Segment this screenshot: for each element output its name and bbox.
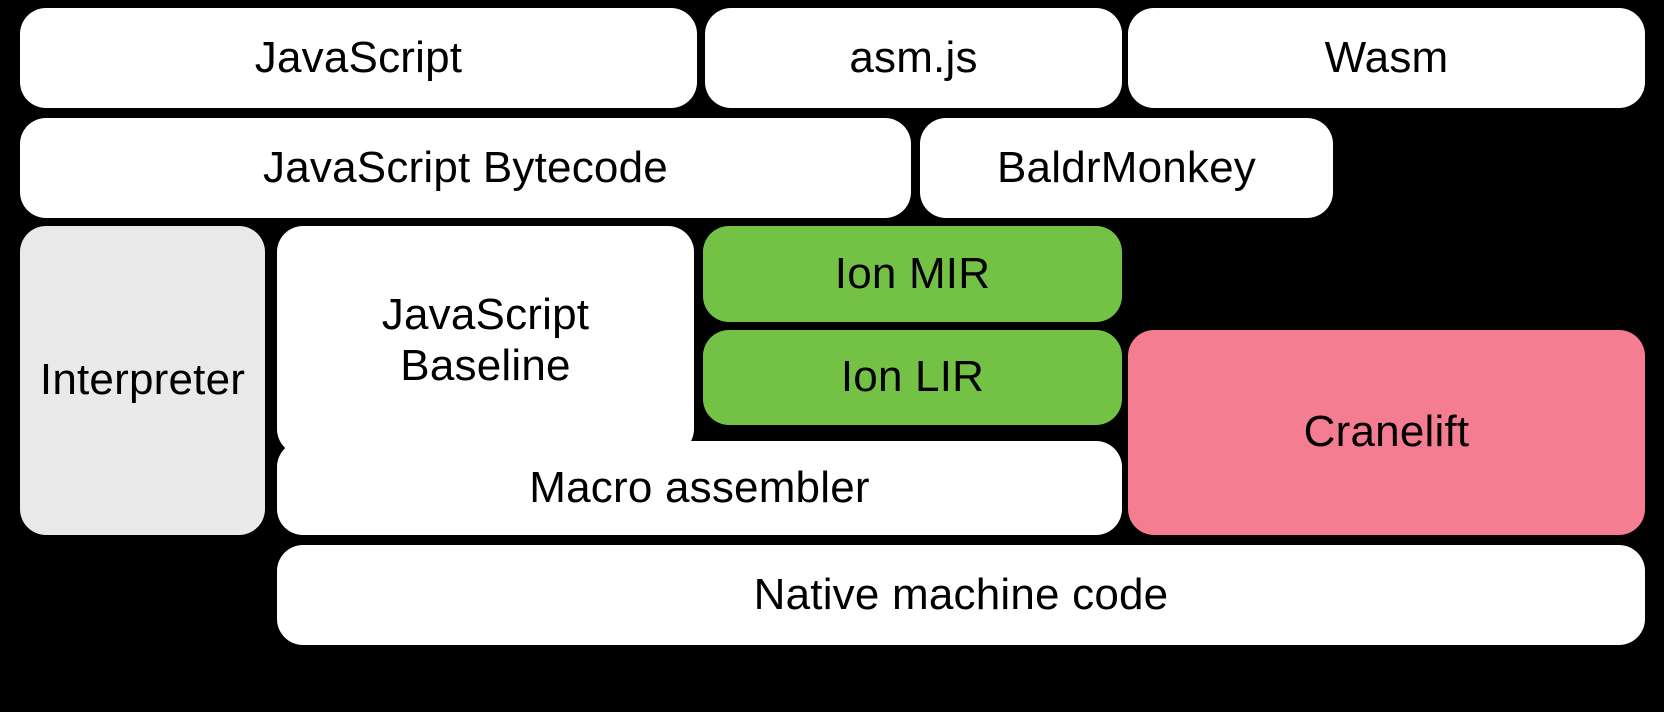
- node-native-machine-code[interactable]: Native machine code: [277, 545, 1645, 645]
- node-baldrmonkey[interactable]: BaldrMonkey: [920, 118, 1333, 218]
- node-interpreter[interactable]: Interpreter: [20, 226, 265, 535]
- node-ion-lir[interactable]: Ion LIR: [703, 330, 1122, 425]
- node-javascript-baseline[interactable]: JavaScript Baseline: [277, 226, 694, 455]
- node-ion-mir[interactable]: Ion MIR: [703, 226, 1122, 322]
- node-javascript[interactable]: JavaScript: [20, 8, 697, 108]
- node-wasm[interactable]: Wasm: [1128, 8, 1645, 108]
- node-asmjs[interactable]: asm.js: [705, 8, 1122, 108]
- node-macro-assembler[interactable]: Macro assembler: [277, 441, 1122, 535]
- node-javascript-bytecode[interactable]: JavaScript Bytecode: [20, 118, 911, 218]
- node-cranelift[interactable]: Cranelift: [1128, 330, 1645, 535]
